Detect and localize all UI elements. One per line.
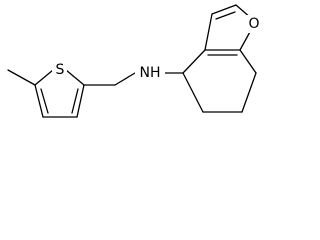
c3-c2-bond xyxy=(211,4,237,15)
c3a-c3-bond xyxy=(204,13,213,51)
amine-label: NH xyxy=(140,65,161,81)
sulfur-label: S xyxy=(56,62,65,78)
c5-c4-double-inner xyxy=(40,88,49,114)
c2-s-bond xyxy=(65,69,85,86)
furan-ring xyxy=(204,4,252,51)
molecule-structure-diagram: S NH O xyxy=(7,4,261,118)
c3-c2-double-inner xyxy=(215,11,236,20)
oxygen-label: O xyxy=(248,16,259,32)
methyl-bond xyxy=(7,69,36,86)
o-c7a-bond xyxy=(239,29,252,51)
c5-c4prime-bond xyxy=(182,72,204,113)
c3-c2-bond xyxy=(76,84,85,118)
atom-label-sulfur: S xyxy=(52,61,67,79)
thiophene-ring xyxy=(7,69,85,118)
c7a-c7-bond xyxy=(239,49,257,74)
ch2-n-bond xyxy=(114,72,136,86)
c5-c4-bond xyxy=(34,84,44,118)
s-c5-bond xyxy=(34,69,54,86)
methylene-amine-linker xyxy=(83,72,184,86)
atom-label-amine: NH xyxy=(135,64,165,82)
c7-c6-bond xyxy=(241,72,257,113)
c3-c2-double-inner xyxy=(71,88,79,114)
c4prime-c3a-bond xyxy=(182,49,206,74)
cyclohexene-ring xyxy=(182,49,257,113)
atom-label-oxygen: O xyxy=(246,15,261,33)
